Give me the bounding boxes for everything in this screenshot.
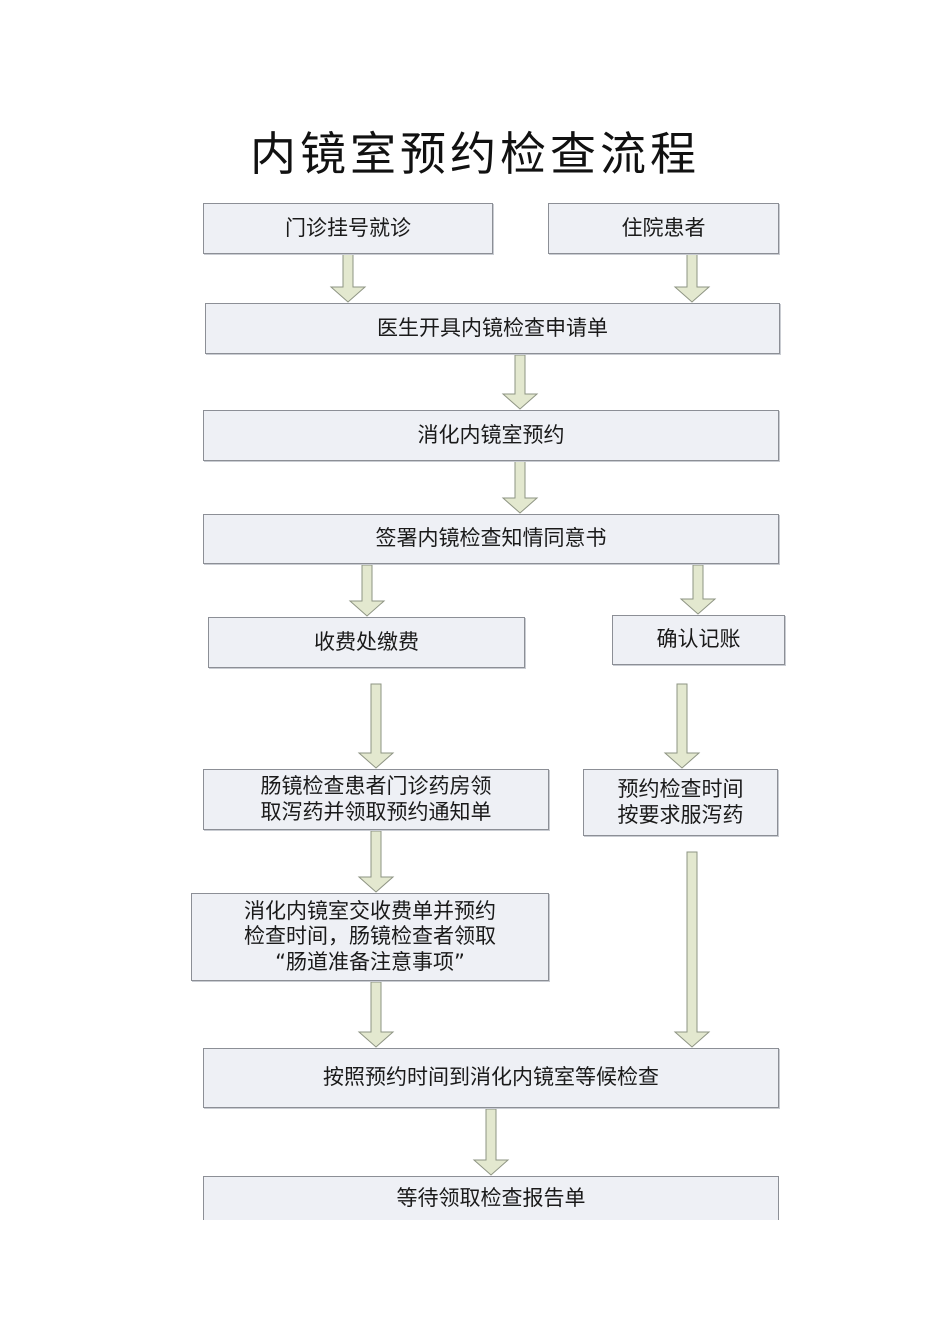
arrow-pharmacy-to-submit: [357, 830, 395, 893]
node-outpatient: 门诊挂号就诊: [203, 203, 493, 254]
node-endoscopy-booking: 消化内镜室预约: [203, 410, 779, 461]
arrow-schedule-to-wait: [673, 851, 711, 1048]
node-submit-fee: 消化内镜室交收费单并预约 检查时间，肠镜检查者领取 “肠道准备注意事项”: [191, 893, 549, 981]
arrow-booking-to-consent: [501, 460, 539, 514]
node-payment: 收费处缴费: [208, 617, 525, 668]
node-schedule-laxative-label: 预约检查时间 按要求服泻药: [617, 776, 744, 827]
node-doctor-request-label: 医生开具内镜检查申请单: [377, 315, 608, 340]
arrow-consent-to-payment: [348, 564, 386, 617]
node-consent-label: 签署内镜检查知情同意书: [375, 526, 607, 551]
arrow-wait-to-report: [472, 1108, 510, 1176]
node-wait-report-label: 等待领取检查报告单: [396, 1185, 586, 1210]
page-title: 内镜室预约检查流程: [250, 127, 700, 181]
node-payment-label: 收费处缴费: [314, 629, 419, 654]
node-colonoscopy-pharmacy: 肠镜检查患者门诊药房领 取泻药并领取预约通知单: [203, 769, 549, 830]
node-inpatient: 住院患者: [548, 203, 779, 254]
arrow-payment-to-pharmacy: [357, 683, 395, 769]
node-wait-exam-label: 按照预约时间到消化内镜室等候检查: [323, 1065, 659, 1090]
arrow-inpatient-to-request: [673, 253, 711, 303]
node-wait-report: 等待领取检查报告单: [203, 1176, 779, 1220]
arrow-request-to-booking: [501, 354, 539, 410]
node-schedule-laxative: 预约检查时间 按要求服泻药: [583, 769, 778, 836]
arrow-billing-to-schedule: [663, 683, 701, 769]
node-inpatient-label: 住院患者: [621, 215, 706, 240]
node-billing-label: 确认记账: [656, 627, 741, 652]
node-submit-fee-label: 消化内镜室交收费单并预约 检查时间，肠镜检查者领取 “肠道准备注意事项”: [244, 898, 496, 974]
node-colonoscopy-pharmacy-label: 肠镜检查患者门诊药房领 取泻药并领取预约通知单: [260, 773, 492, 824]
node-wait-exam: 按照预约时间到消化内镜室等候检查: [203, 1048, 779, 1108]
node-outpatient-label: 门诊挂号就诊: [285, 215, 411, 240]
arrow-submit-to-wait: [357, 981, 395, 1048]
node-doctor-request: 医生开具内镜检查申请单: [205, 303, 780, 354]
node-consent: 签署内镜检查知情同意书: [203, 514, 779, 564]
node-endoscopy-booking-label: 消化内镜室预约: [417, 422, 565, 447]
node-billing: 确认记账: [612, 615, 785, 665]
arrow-consent-to-billing: [679, 564, 717, 615]
arrow-outpatient-to-request: [329, 253, 367, 303]
